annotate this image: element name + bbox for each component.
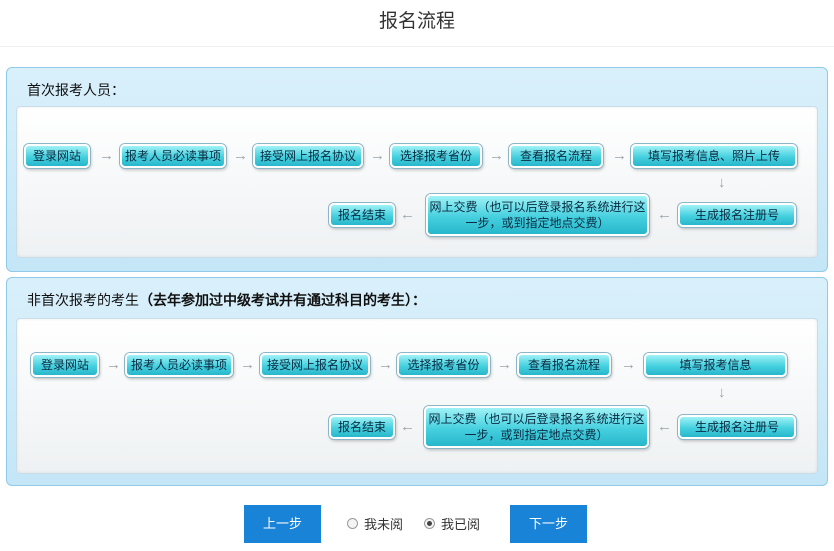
radio-unread[interactable]: 我未阅	[347, 514, 403, 532]
step-online-payment[interactable]: 网上交费（也可以后登录报名系统进行这一步，或到指定地点交费）	[426, 194, 649, 236]
page-title: 报名流程	[378, 11, 455, 32]
radio-read[interactable]: 我已阅	[424, 514, 480, 532]
arrow-right-icon: →	[378, 356, 393, 373]
arrow-right-icon: →	[99, 147, 114, 164]
radio-unread-label: 我未阅	[364, 516, 404, 532]
step-login-site[interactable]: 登录网站	[31, 353, 99, 377]
next-step-button[interactable]: 下一步	[510, 505, 587, 543]
arrow-down-icon: ↓	[718, 174, 726, 191]
radio-read-circle[interactable]	[424, 517, 435, 529]
arrow-left-icon: ←	[400, 418, 415, 435]
first-time-section: 首次报考人员： 登录网站 → 报考人员必读事项 → 接受网上报名协议 → 选择报…	[6, 67, 828, 272]
step-accept-agreement[interactable]: 接受网上报名协议	[260, 353, 370, 377]
step-must-read[interactable]: 报考人员必读事项	[120, 144, 226, 168]
step-generate-reg-no[interactable]: 生成报名注册号	[678, 203, 796, 227]
step-view-process[interactable]: 查看报名流程	[509, 144, 603, 168]
step-fill-info-photo[interactable]: 填写报考信息、照片上传	[631, 144, 797, 168]
first-time-flow-panel: 登录网站 → 报考人员必读事项 → 接受网上报名协议 → 选择报考省份 → 查看…	[16, 106, 818, 258]
returning-section: 非首次报考的考生（去年参加过中级考试并有通过科目的考生）： 登录网站 → 报考人…	[6, 277, 828, 486]
step-fill-info[interactable]: 填写报考信息	[644, 353, 787, 377]
arrow-right-icon: →	[240, 356, 255, 373]
step-finish[interactable]: 报名结束	[329, 415, 395, 439]
title-divider	[0, 46, 834, 47]
step-view-process[interactable]: 查看报名流程	[517, 353, 611, 377]
arrow-right-icon: →	[489, 147, 504, 164]
step-must-read[interactable]: 报考人员必读事项	[125, 353, 233, 377]
prev-step-button[interactable]: 上一步	[244, 505, 321, 543]
arrow-left-icon: ←	[657, 418, 672, 435]
step-select-province[interactable]: 选择报考省份	[390, 144, 482, 168]
step-finish[interactable]: 报名结束	[329, 203, 395, 227]
arrow-left-icon: ←	[400, 206, 415, 223]
step-accept-agreement[interactable]: 接受网上报名协议	[253, 144, 363, 168]
arrow-right-icon: →	[612, 147, 627, 164]
arrow-right-icon: →	[106, 356, 121, 373]
step-login-site[interactable]: 登录网站	[24, 144, 90, 168]
returning-flow-panel: 登录网站 → 报考人员必读事项 → 接受网上报名协议 → 选择报考省份 → 查看…	[16, 318, 818, 474]
returning-heading-note: （去年参加过中级考试并有通过科目的考生）：	[139, 292, 426, 308]
arrow-right-icon: →	[233, 147, 248, 164]
arrow-right-icon: →	[370, 147, 385, 164]
step-online-payment[interactable]: 网上交费（也可以后登录报名系统进行这一步，或到指定地点交费）	[424, 406, 649, 448]
first-time-heading: 首次报考人员：	[27, 82, 125, 98]
arrow-right-icon: →	[621, 356, 636, 373]
radio-read-label: 我已阅	[441, 516, 481, 532]
radio-unread-circle[interactable]	[347, 517, 358, 529]
arrow-left-icon: ←	[657, 206, 672, 223]
returning-heading-label: 非首次报考的考生	[27, 292, 139, 308]
step-select-province[interactable]: 选择报考省份	[397, 353, 490, 377]
arrow-right-icon: →	[497, 356, 512, 373]
returning-heading: 非首次报考的考生（去年参加过中级考试并有通过科目的考生）：	[27, 290, 426, 310]
arrow-down-icon: ↓	[718, 384, 726, 401]
step-generate-reg-no[interactable]: 生成报名注册号	[678, 415, 796, 439]
